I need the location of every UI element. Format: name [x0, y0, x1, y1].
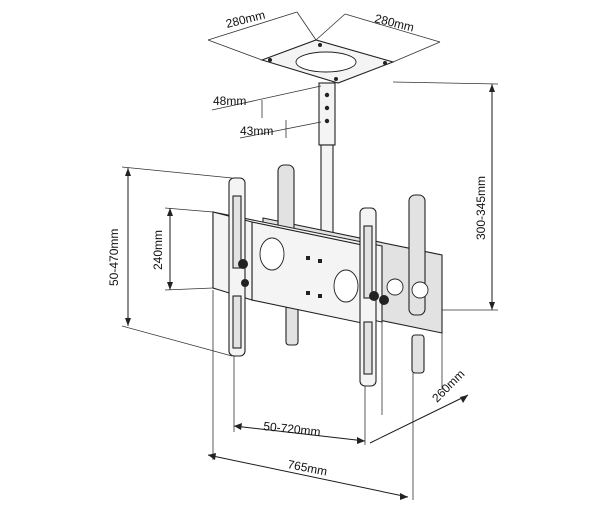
offset-43-label: 43mm [240, 124, 273, 138]
plate-height-label: 240mm [151, 230, 165, 270]
telescopic-pole [318, 82, 336, 241]
tv-arm-right [359, 207, 389, 387]
arm-height-dimension: 50-470mm [107, 166, 233, 357]
drop-height-label: 300-345mm [474, 176, 488, 240]
offset-48-dimension: 48mm [211, 85, 322, 118]
offset-43-dimension: 43mm [239, 120, 322, 139]
arm-spacing-label: 50-720mm [263, 419, 322, 439]
plate-width-right-label: 280mm [373, 11, 415, 34]
total-width-dimension: 765mm [207, 290, 414, 500]
offset-48-label: 48mm [213, 94, 246, 108]
arm-spacing-dimension: 50-720mm [233, 356, 366, 445]
ceiling-plate [260, 39, 395, 84]
plate-height-dimension: 240mm [151, 207, 214, 291]
plate-width-left-label: 280mm [224, 8, 266, 31]
arm-height-label: 50-470mm [107, 229, 121, 286]
tv-arm-left [228, 177, 249, 357]
